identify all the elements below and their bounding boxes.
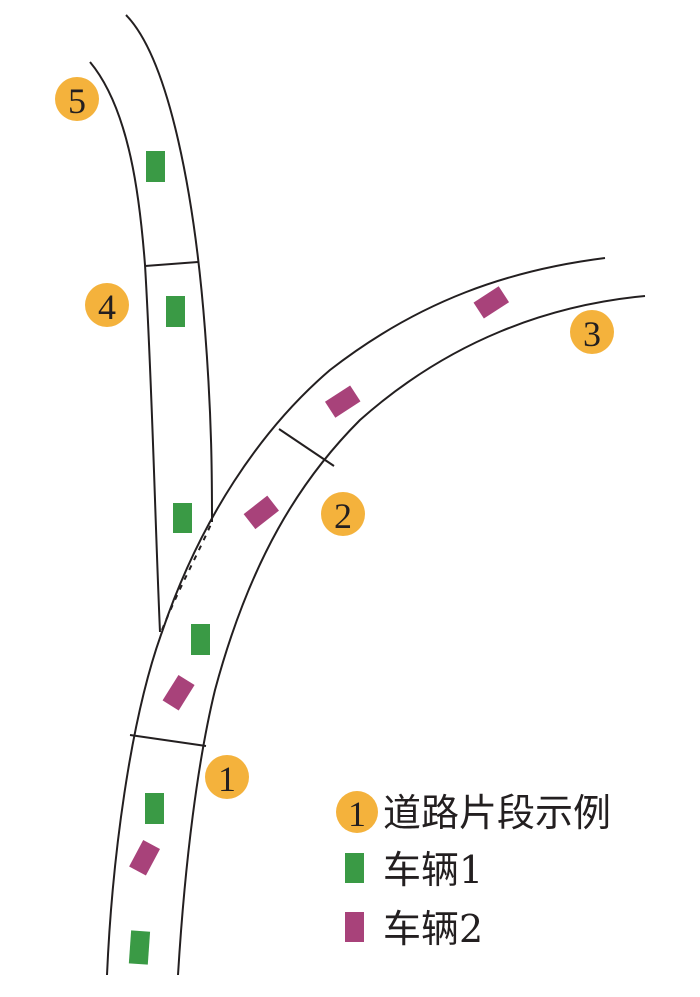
branch-road-left-edge <box>89 61 161 633</box>
segment-marker-5-label: 5 <box>68 81 86 121</box>
segment-marker-5: 5 <box>55 77 99 121</box>
vehicle2-marker <box>324 385 361 418</box>
vehicle2-marker <box>473 286 510 319</box>
vehicle2-markers <box>129 286 510 876</box>
vehicle2-marker <box>162 674 195 711</box>
main-road-right-edge <box>177 295 646 976</box>
vehicle1-marker <box>145 793 164 824</box>
legend-vehicle2-label: 车辆2 <box>383 907 483 951</box>
vehicle1-marker <box>173 503 192 533</box>
vehicle2-marker <box>129 840 160 876</box>
legend-item-vehicle1: 车辆1 <box>345 848 483 892</box>
separator-segment-2 <box>278 428 335 467</box>
vehicle1-marker <box>128 930 151 965</box>
vehicle1-marker <box>146 151 165 182</box>
segment-marker-4-label: 4 <box>98 287 116 327</box>
vehicle2-marker <box>243 495 279 530</box>
segment-marker-3: 3 <box>570 310 614 354</box>
legend-vehicle1-swatch <box>345 853 364 883</box>
segment-marker-1: 1 <box>205 755 249 799</box>
vehicle1-marker <box>191 624 210 655</box>
segment-marker-4: 4 <box>85 283 129 327</box>
vehicle1-markers <box>128 151 210 965</box>
legend-item-vehicle2: 车辆2 <box>345 907 483 951</box>
branch-merge-dashed-line <box>161 521 213 631</box>
separator-segment-1 <box>129 734 207 747</box>
legend: 1 道路片段示例 车辆1 车辆2 <box>336 791 611 951</box>
legend-vehicle1-label: 车辆1 <box>383 848 483 892</box>
legend-segment-label: 道路片段示例 <box>383 791 611 835</box>
segment-marker-1-label: 1 <box>218 759 236 799</box>
segment-marker-2: 2 <box>321 492 365 536</box>
main-road-left-edge <box>106 257 606 976</box>
legend-item-segment: 1 道路片段示例 <box>336 791 611 835</box>
legend-segment-marker-label: 1 <box>348 794 366 834</box>
segment-marker-2-label: 2 <box>334 496 352 536</box>
branch-road-right-edge <box>125 14 213 523</box>
separator-segment-4 <box>144 261 199 267</box>
segment-marker-3-label: 3 <box>583 314 601 354</box>
legend-vehicle2-swatch <box>345 912 364 942</box>
vehicle1-marker <box>166 296 185 327</box>
